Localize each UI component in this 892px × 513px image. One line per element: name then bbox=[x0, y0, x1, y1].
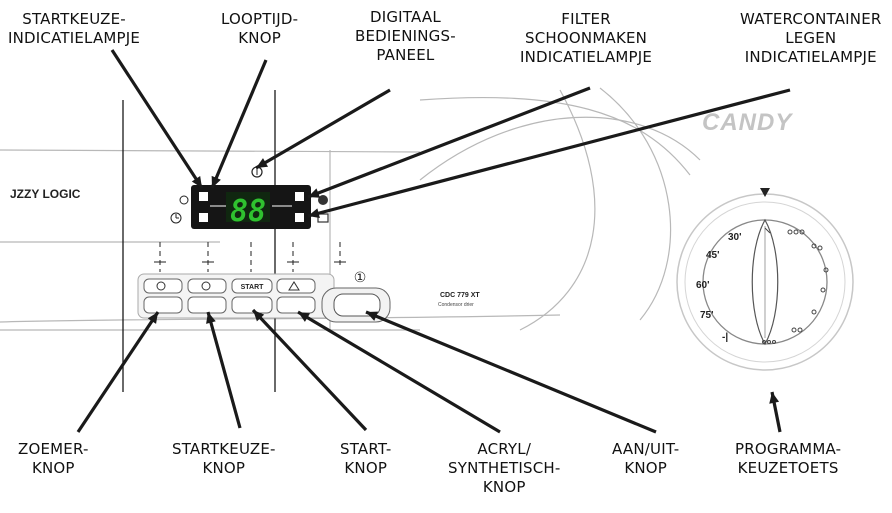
series-label: JZZY LOGIC bbox=[10, 187, 81, 201]
buzzer-button[interactable] bbox=[143, 278, 183, 314]
leader-buzzer-knob-arrowhead bbox=[147, 312, 158, 324]
label-program-knob: PROGRAMMA- KEUZETOETS bbox=[735, 440, 841, 478]
leader-filter-indicator bbox=[307, 86, 591, 199]
label-runtime-knob-line1: LOOPTIJD- bbox=[221, 10, 299, 28]
label-startkeuze-knob-line2: KNOP bbox=[202, 459, 246, 477]
label-water-indicator: WATERCONTAINER LEGEN INDICATIELAMPJE bbox=[740, 10, 882, 67]
label-program-knob-line1: PROGRAMMA- bbox=[735, 440, 842, 458]
label-start-indicator: STARTKEUZE- INDICATIELAMPJE bbox=[8, 10, 140, 48]
leader-runtime-knob-arrowhead bbox=[211, 175, 221, 188]
dial-temp-off: -| bbox=[722, 332, 728, 343]
leader-power-knob bbox=[365, 310, 657, 434]
leader-power-knob-arrowhead bbox=[366, 311, 379, 321]
start-button-label: START bbox=[241, 284, 265, 291]
label-acryl-knob-line3: KNOP bbox=[482, 478, 526, 496]
digital-display: 88 bbox=[191, 185, 311, 229]
model-name: CDC 779 XT bbox=[440, 292, 480, 299]
leader-water-indicator bbox=[307, 88, 791, 218]
label-digital-panel-line1: DIGITAAL bbox=[369, 8, 441, 26]
start-button[interactable]: START bbox=[231, 278, 273, 314]
startkeuze-button[interactable] bbox=[187, 278, 227, 314]
label-start-knob-line1: START- bbox=[340, 440, 392, 458]
leader-start-knob-arrowhead bbox=[253, 310, 265, 322]
leader-start-knob bbox=[251, 308, 368, 432]
label-buzzer-knob: ZOEMER- KNOP bbox=[18, 440, 89, 478]
power-symbol: ① bbox=[354, 270, 367, 286]
buzzer-icon bbox=[156, 281, 166, 291]
filter-indicator-lamp bbox=[295, 192, 304, 201]
clock-icon bbox=[170, 195, 189, 224]
label-startkeuze-knob: STARTKEUZE- KNOP bbox=[172, 440, 276, 478]
leader-acryl-knob bbox=[297, 310, 501, 434]
leader-runtime-knob bbox=[210, 59, 268, 189]
label-acryl-knob: ACRYL/ SYNTHETISCH- KNOP bbox=[448, 440, 561, 497]
leader-filter-indicator-arrowhead bbox=[308, 188, 321, 198]
leader-startkeuze-knob bbox=[206, 311, 242, 429]
start-indicator-lamp-top bbox=[199, 192, 208, 201]
label-program-knob-line2: KEUZETOETS bbox=[737, 459, 839, 477]
dial-temp-30: 30' bbox=[728, 232, 742, 243]
brand-logo: CANDY bbox=[702, 109, 793, 136]
label-filter-indicator: FILTER SCHOONMAKEN INDICATIELAMPJE bbox=[520, 10, 652, 67]
leader-digital-panel-arrowhead bbox=[256, 158, 269, 168]
label-water-indicator-line2: LEGEN bbox=[785, 29, 837, 47]
label-buzzer-knob-line1: ZOEMER- bbox=[18, 440, 89, 458]
dial-temp-labels: 30' 45' 60' 75' -| bbox=[696, 232, 742, 343]
dial-temp-45: 45' bbox=[706, 250, 720, 261]
panel-outline bbox=[0, 87, 701, 331]
leader-program-knob-arrowhead bbox=[769, 392, 780, 404]
label-start-indicator-line1: STARTKEUZE- bbox=[22, 10, 126, 28]
label-filter-indicator-line3: INDICATIELAMPJE bbox=[520, 48, 653, 66]
leader-lines bbox=[76, 49, 791, 434]
water-container-icon bbox=[317, 213, 329, 223]
label-water-indicator-line3: INDICATIELAMPJE bbox=[744, 48, 877, 66]
leader-startkeuze-knob-arrowhead bbox=[206, 312, 216, 324]
model-subtitle: Condensor drier bbox=[438, 302, 474, 308]
label-power-knob-line2: KNOP bbox=[624, 459, 668, 477]
label-filter-indicator-line2: SCHOONMAKEN bbox=[525, 29, 648, 47]
display-digits: 88 bbox=[230, 194, 266, 229]
label-filter-indicator-line1: FILTER bbox=[561, 10, 611, 28]
label-runtime-knob-line2: KNOP bbox=[238, 29, 281, 47]
leader-digital-panel bbox=[255, 88, 391, 170]
delay-icon bbox=[201, 281, 211, 291]
label-power-knob: AAN/UIT- KNOP bbox=[612, 440, 679, 478]
leader-water-indicator-arrowhead bbox=[308, 208, 320, 219]
label-start-knob: START- KNOP bbox=[340, 440, 392, 478]
dial-pointer-icon bbox=[760, 188, 770, 197]
water-indicator-lamp bbox=[295, 213, 304, 222]
label-acryl-knob-line1: ACRYL/ bbox=[477, 440, 532, 458]
program-dial[interactable] bbox=[676, 188, 854, 371]
filter-icon bbox=[318, 195, 328, 205]
label-water-indicator-line1: WATERCONTAINER bbox=[740, 10, 882, 28]
leader-acryl-knob-arrowhead bbox=[298, 312, 311, 322]
leader-buzzer-knob bbox=[76, 311, 160, 433]
dial-program-marks bbox=[762, 227, 829, 344]
label-startkeuze-knob-line1: STARTKEUZE- bbox=[172, 440, 276, 458]
start-indicator-lamp-bottom bbox=[199, 213, 208, 222]
label-acryl-knob-line2: SYNTHETISCH- bbox=[448, 459, 561, 477]
leader-start-indicator bbox=[110, 49, 204, 189]
label-start-knob-line2: KNOP bbox=[344, 459, 388, 477]
button-guides bbox=[159, 242, 341, 272]
label-digital-panel-line2: BEDIENINGS- bbox=[355, 27, 456, 45]
dial-temp-60: 60' bbox=[696, 280, 710, 291]
synthetic-icon bbox=[288, 281, 300, 291]
label-start-indicator-line2: INDICATIELAMPJE bbox=[8, 29, 141, 47]
label-buzzer-knob-line2: KNOP bbox=[31, 459, 75, 477]
dial-temp-75: 75' bbox=[700, 310, 714, 321]
acryl-button[interactable] bbox=[276, 278, 316, 314]
label-digital-panel-line3: PANEEL bbox=[376, 46, 435, 64]
label-runtime-knob: LOOPTIJD- KNOP bbox=[221, 10, 298, 48]
leader-arrowheads bbox=[147, 158, 780, 404]
panel-separators bbox=[122, 90, 276, 392]
label-power-knob-line1: AAN/UIT- bbox=[612, 440, 680, 458]
label-digital-panel: DIGITAAL BEDIENINGS- PANEEL bbox=[355, 8, 456, 65]
leader-start-indicator-arrowhead bbox=[191, 176, 202, 188]
